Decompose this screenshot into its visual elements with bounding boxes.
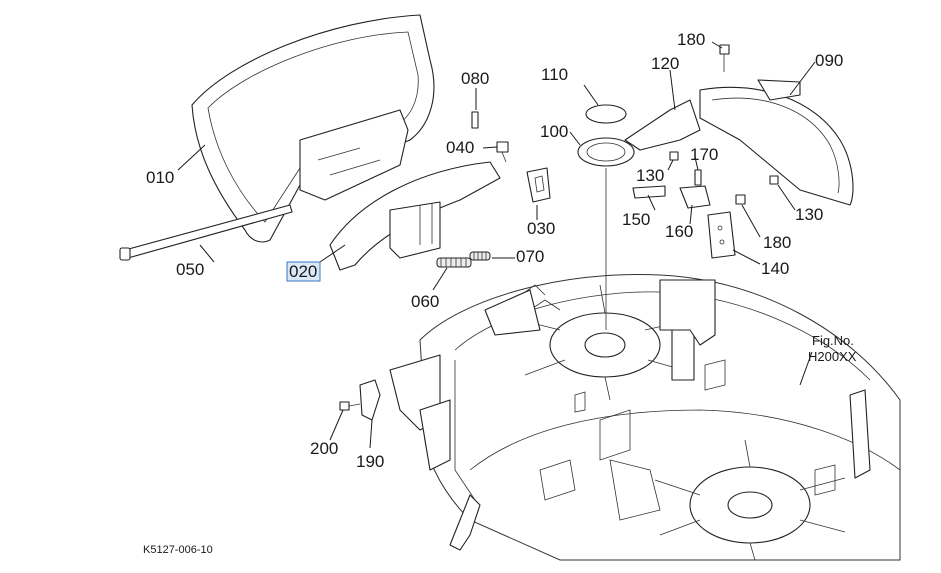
part-130-bolt-left[interactable]: [669, 151, 679, 161]
drawing-code: K5127-006-10: [143, 544, 213, 556]
fig-label: Fig.No.: [812, 333, 854, 348]
part-180-bolt-lower[interactable]: [735, 194, 746, 205]
part-160-bracket[interactable]: [679, 185, 711, 209]
part-100-ring[interactable]: [577, 137, 635, 167]
part-140-plate[interactable]: [707, 211, 736, 259]
label-030[interactable]: 030: [527, 219, 555, 238]
part-090-chute[interactable]: [699, 79, 854, 206]
label-060[interactable]: 060: [411, 292, 439, 311]
label-070[interactable]: 070: [516, 247, 544, 266]
label-090[interactable]: 090: [815, 51, 843, 70]
fig-number: H200XX: [808, 349, 857, 364]
label-180-lower[interactable]: 180: [763, 233, 791, 252]
part-170-pin[interactable]: [694, 169, 702, 186]
part-040-bolt[interactable]: [496, 141, 509, 163]
label-050[interactable]: 050: [176, 260, 204, 279]
label-150[interactable]: 150: [622, 210, 650, 229]
label-130-right[interactable]: 130: [795, 205, 823, 224]
label-120[interactable]: 120: [651, 54, 679, 73]
label-040[interactable]: 040: [446, 138, 474, 157]
part-180-bolt-top[interactable]: [719, 44, 730, 72]
label-180-top[interactable]: 180: [677, 30, 705, 49]
leader-lines: [177, 41, 816, 449]
part-060-spring[interactable]: [436, 257, 472, 268]
part-150-link[interactable]: [632, 185, 666, 199]
label-110[interactable]: 110: [541, 65, 568, 84]
part-labels: 010 050 020 030 040 080 060 070 110 100 …: [146, 30, 843, 471]
selected-highlight: [286, 261, 321, 282]
part-120-bracket[interactable]: [624, 99, 701, 151]
part-190-bracket[interactable]: [359, 379, 381, 421]
label-100[interactable]: 100: [540, 122, 568, 141]
label-200[interactable]: 200: [310, 439, 338, 458]
part-050-rod[interactable]: [119, 204, 293, 261]
label-190[interactable]: 190: [356, 452, 384, 471]
part-010-shroud[interactable]: [191, 14, 435, 243]
part-080-pin[interactable]: [471, 111, 479, 129]
part-030-clip[interactable]: [526, 167, 551, 203]
label-160[interactable]: 160: [665, 222, 693, 241]
part-070-spring[interactable]: [469, 251, 491, 261]
label-020[interactable]: 020: [289, 262, 317, 281]
label-130-left[interactable]: 130: [636, 166, 664, 185]
part-020-deflector[interactable]: [329, 161, 501, 271]
label-170[interactable]: 170: [690, 145, 718, 164]
part-110-snap-ring[interactable]: [585, 104, 627, 124]
label-080[interactable]: 080: [461, 69, 489, 88]
label-140[interactable]: 140: [761, 259, 789, 278]
label-010[interactable]: 010: [146, 168, 174, 187]
part-130-bolt-right[interactable]: [769, 175, 779, 185]
mower-deck: [389, 273, 901, 561]
part-200-bolt[interactable]: [339, 401, 361, 411]
